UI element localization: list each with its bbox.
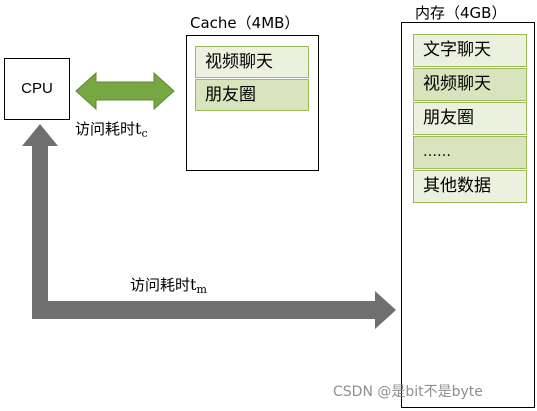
cache-access-label-text: 访问耗时	[75, 120, 136, 138]
cache-access-arrow	[75, 71, 175, 111]
memory-access-time-label: 访问耗时tm	[130, 274, 207, 296]
cpu-box: CPU	[4, 58, 70, 120]
cache-access-time-label: 访问耗时tc	[75, 118, 148, 140]
memory-title: 内存（4GB）	[415, 4, 507, 22]
watermark: CSDN @是bit不是byte	[333, 384, 483, 400]
memory-item-other-data: 其他数据	[413, 170, 527, 203]
memory-item-text-chat: 文字聊天	[413, 34, 527, 67]
memory-access-label-text: 访问耗时	[130, 276, 191, 294]
cache-box: 视频聊天 朋友圈	[186, 35, 319, 171]
memory-item-video-chat: 视频聊天	[413, 68, 527, 101]
memory-box: 文字聊天 视频聊天 朋友圈 …… 其他数据	[401, 22, 535, 408]
memory-item-moments: 朋友圈	[413, 102, 527, 135]
cache-access-sub: c	[141, 127, 148, 140]
cache-access-var: t	[135, 119, 142, 138]
memory-access-var: t	[190, 275, 197, 294]
memory-access-arrow	[22, 124, 396, 329]
cache-item-video-chat: 视频聊天	[195, 46, 309, 78]
cache-item-moments: 朋友圈	[195, 79, 309, 111]
cpu-label: CPU	[21, 80, 53, 97]
memory-item-ellipsis: ……	[413, 136, 527, 169]
memory-access-sub: m	[196, 283, 207, 296]
cache-title: Cache（4MB）	[190, 14, 300, 32]
